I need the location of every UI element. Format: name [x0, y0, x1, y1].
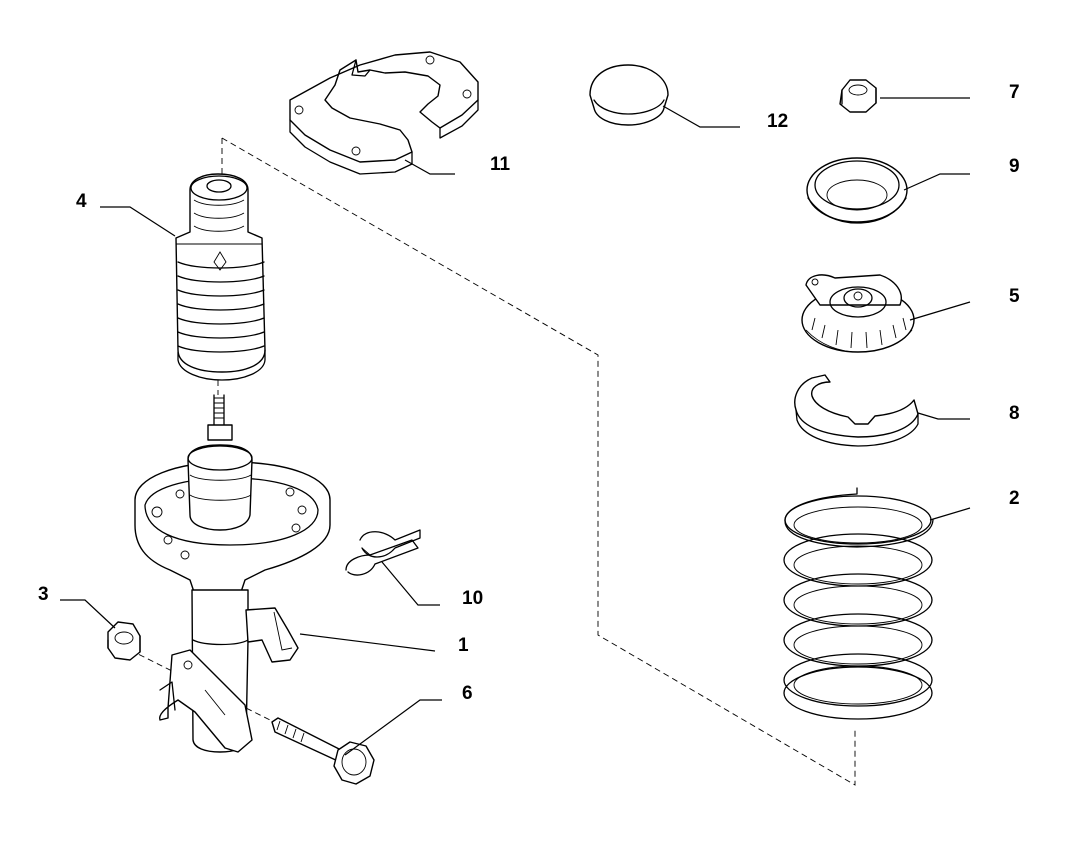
part-7-nut	[839, 79, 877, 113]
callout-12: 12	[767, 111, 788, 132]
part-8-spring-insulator	[794, 374, 919, 447]
part-12-dust-cap	[589, 64, 669, 126]
callout-3: 3	[38, 584, 49, 605]
part-2-coil-spring	[783, 487, 934, 720]
part-1-strut	[134, 394, 331, 753]
leader-lines	[60, 97, 971, 756]
part-3-nut	[107, 621, 141, 661]
callout-7: 7	[1009, 82, 1020, 103]
callout-5: 5	[1009, 286, 1020, 307]
part-4-boot	[175, 173, 266, 381]
part-6-bolt	[271, 717, 375, 785]
part-9-upper-seat	[806, 157, 908, 224]
callout-4: 4	[76, 191, 87, 212]
callout-6: 6	[462, 683, 473, 704]
callout-9: 9	[1009, 156, 1020, 177]
callout-10: 10	[462, 588, 483, 609]
part-5-top-mount	[801, 274, 915, 353]
part-11-spacer-ring	[289, 51, 479, 175]
callout-1: 1	[458, 635, 469, 656]
callout-8: 8	[1009, 403, 1020, 424]
callout-11: 11	[490, 154, 511, 175]
part-10-clip	[345, 529, 421, 576]
callout-2: 2	[1009, 488, 1020, 509]
